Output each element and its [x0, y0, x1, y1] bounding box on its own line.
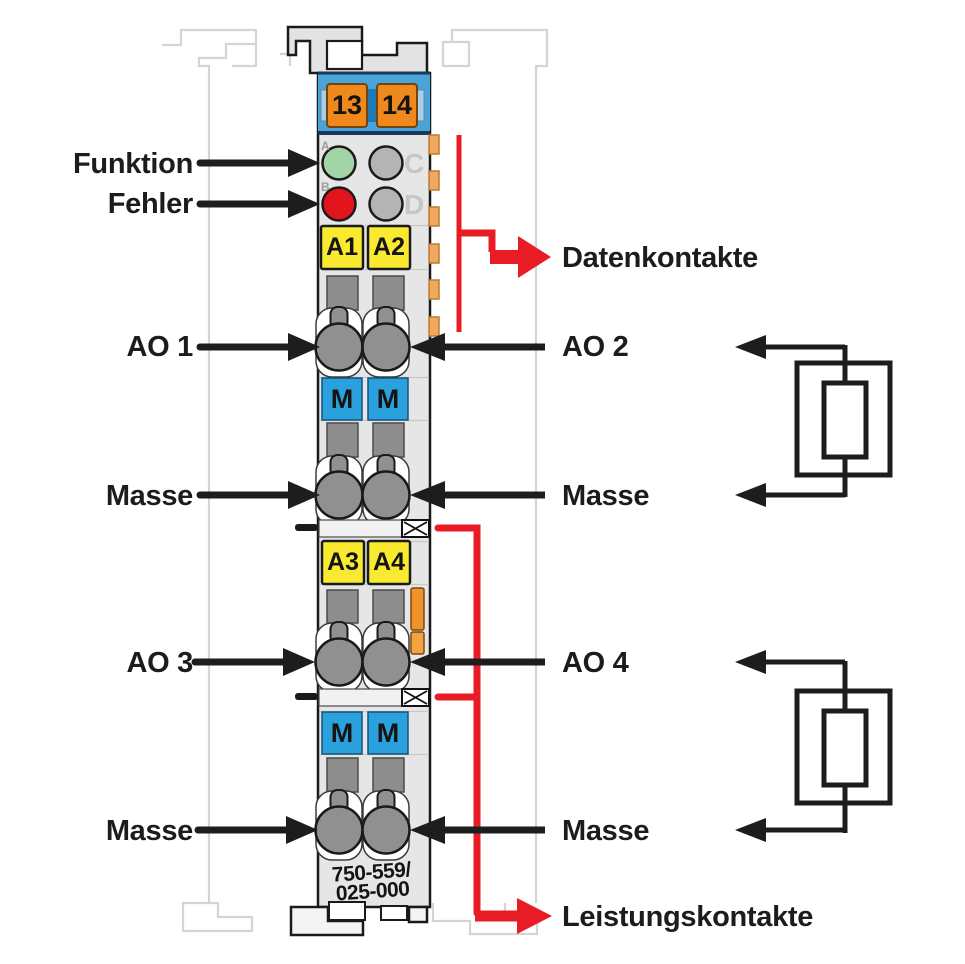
label-a1: A1 — [326, 233, 358, 261]
arrow-ao1 — [200, 333, 320, 361]
label-m4: M — [376, 717, 400, 748]
terminal-ao1 — [314, 305, 364, 379]
callout-masse-left-2: Masse — [105, 815, 193, 847]
callout-ao2: AO 2 — [562, 331, 629, 363]
callout-masse-right-2: Masse — [562, 815, 650, 847]
part-number: 750-559/ 025-000 — [315, 858, 429, 905]
callout-ao4: AO 4 — [562, 647, 629, 679]
arrow-masse1 — [200, 481, 320, 509]
arrow-fehler — [200, 190, 320, 218]
terminal-14-box — [376, 83, 418, 128]
power-contact-symbol-1 — [401, 519, 430, 538]
label-a1-box — [319, 224, 365, 271]
terminal-ao2 — [361, 305, 411, 379]
terminal-masse2 — [361, 453, 411, 527]
datacontacts-callout-line — [456, 135, 551, 332]
terminal-13-label: 13 — [331, 90, 363, 120]
callout-ao3: AO 3 — [126, 647, 194, 679]
led-marker-b: B — [321, 180, 330, 194]
label-a2: A2 — [373, 233, 405, 261]
arrow-load2-top — [735, 650, 845, 674]
label-m2-box — [367, 377, 409, 421]
label-a4-box — [366, 539, 412, 586]
clip-latch-slot — [325, 39, 364, 71]
callout-masse-left-1: Masse — [105, 480, 193, 512]
module-foot-right — [407, 905, 429, 924]
callout-funktion: Funktion — [72, 148, 193, 180]
callout-fehler: Fehler — [107, 188, 194, 220]
led-function — [321, 145, 357, 181]
powercontacts-arrowhead — [517, 898, 552, 934]
arrow-load1-bottom — [735, 483, 845, 507]
terminal-ao4 — [361, 620, 411, 694]
load-symbol-1 — [794, 345, 893, 497]
label-a3-box — [320, 539, 366, 586]
latch-orange-upper — [410, 587, 425, 631]
label-a3: A3 — [327, 548, 359, 576]
callout-masse-right-1: Masse — [562, 480, 650, 512]
led-marker-c: C — [404, 148, 425, 179]
arrow-funktion — [200, 149, 320, 177]
terminal-13-box — [326, 83, 368, 128]
label-m1: M — [330, 383, 354, 414]
label-a4: A4 — [373, 548, 405, 576]
label-m2: M — [376, 383, 400, 414]
led-marker-d: D — [404, 189, 425, 220]
terminal-masse3 — [314, 788, 364, 862]
ground-label-boxes — [321, 377, 409, 755]
power-contact-symbol-2 — [401, 688, 430, 707]
io-module — [286, 25, 440, 937]
callout-ao1: AO 1 — [126, 331, 194, 363]
segment-dividers — [295, 519, 430, 707]
label-a2-box — [366, 224, 412, 271]
label-m4-box — [367, 711, 409, 755]
terminal-masse4 — [361, 788, 411, 862]
led-error — [321, 186, 357, 222]
led-d — [368, 186, 404, 222]
power-jumper-header — [318, 71, 430, 135]
datacontacts-arrowhead — [518, 236, 551, 278]
terminal-ao3 — [314, 620, 364, 694]
left-callout-arrows — [195, 149, 320, 844]
latch-orange-lower — [410, 631, 425, 655]
led-marker-a: A — [321, 139, 330, 153]
callout-leistungskontakte: Leistungskontakte — [562, 901, 814, 933]
terminal-masse1 — [314, 453, 364, 527]
led-c — [368, 145, 404, 181]
power-contact-stub-left-1 — [295, 524, 318, 531]
callout-datenkontakte: Datenkontakte — [562, 242, 758, 274]
label-m3-box — [321, 711, 363, 755]
label-m1-box — [321, 377, 363, 421]
power-contact-stub-left-2 — [295, 693, 318, 700]
module-foot-gap — [380, 905, 408, 921]
arrow-ao3 — [195, 648, 315, 676]
arrow-masse3 — [198, 816, 318, 844]
channel-label-boxes — [319, 224, 412, 586]
data-contacts — [428, 134, 440, 337]
arrow-load2-bottom — [735, 818, 845, 842]
label-m3: M — [330, 717, 354, 748]
arrow-load1-top — [735, 335, 845, 359]
load-symbol-2 — [794, 661, 893, 833]
module-foot-notch — [328, 901, 366, 921]
powercontacts-callout-line — [434, 524, 552, 934]
terminal-14-label: 14 — [381, 90, 413, 120]
